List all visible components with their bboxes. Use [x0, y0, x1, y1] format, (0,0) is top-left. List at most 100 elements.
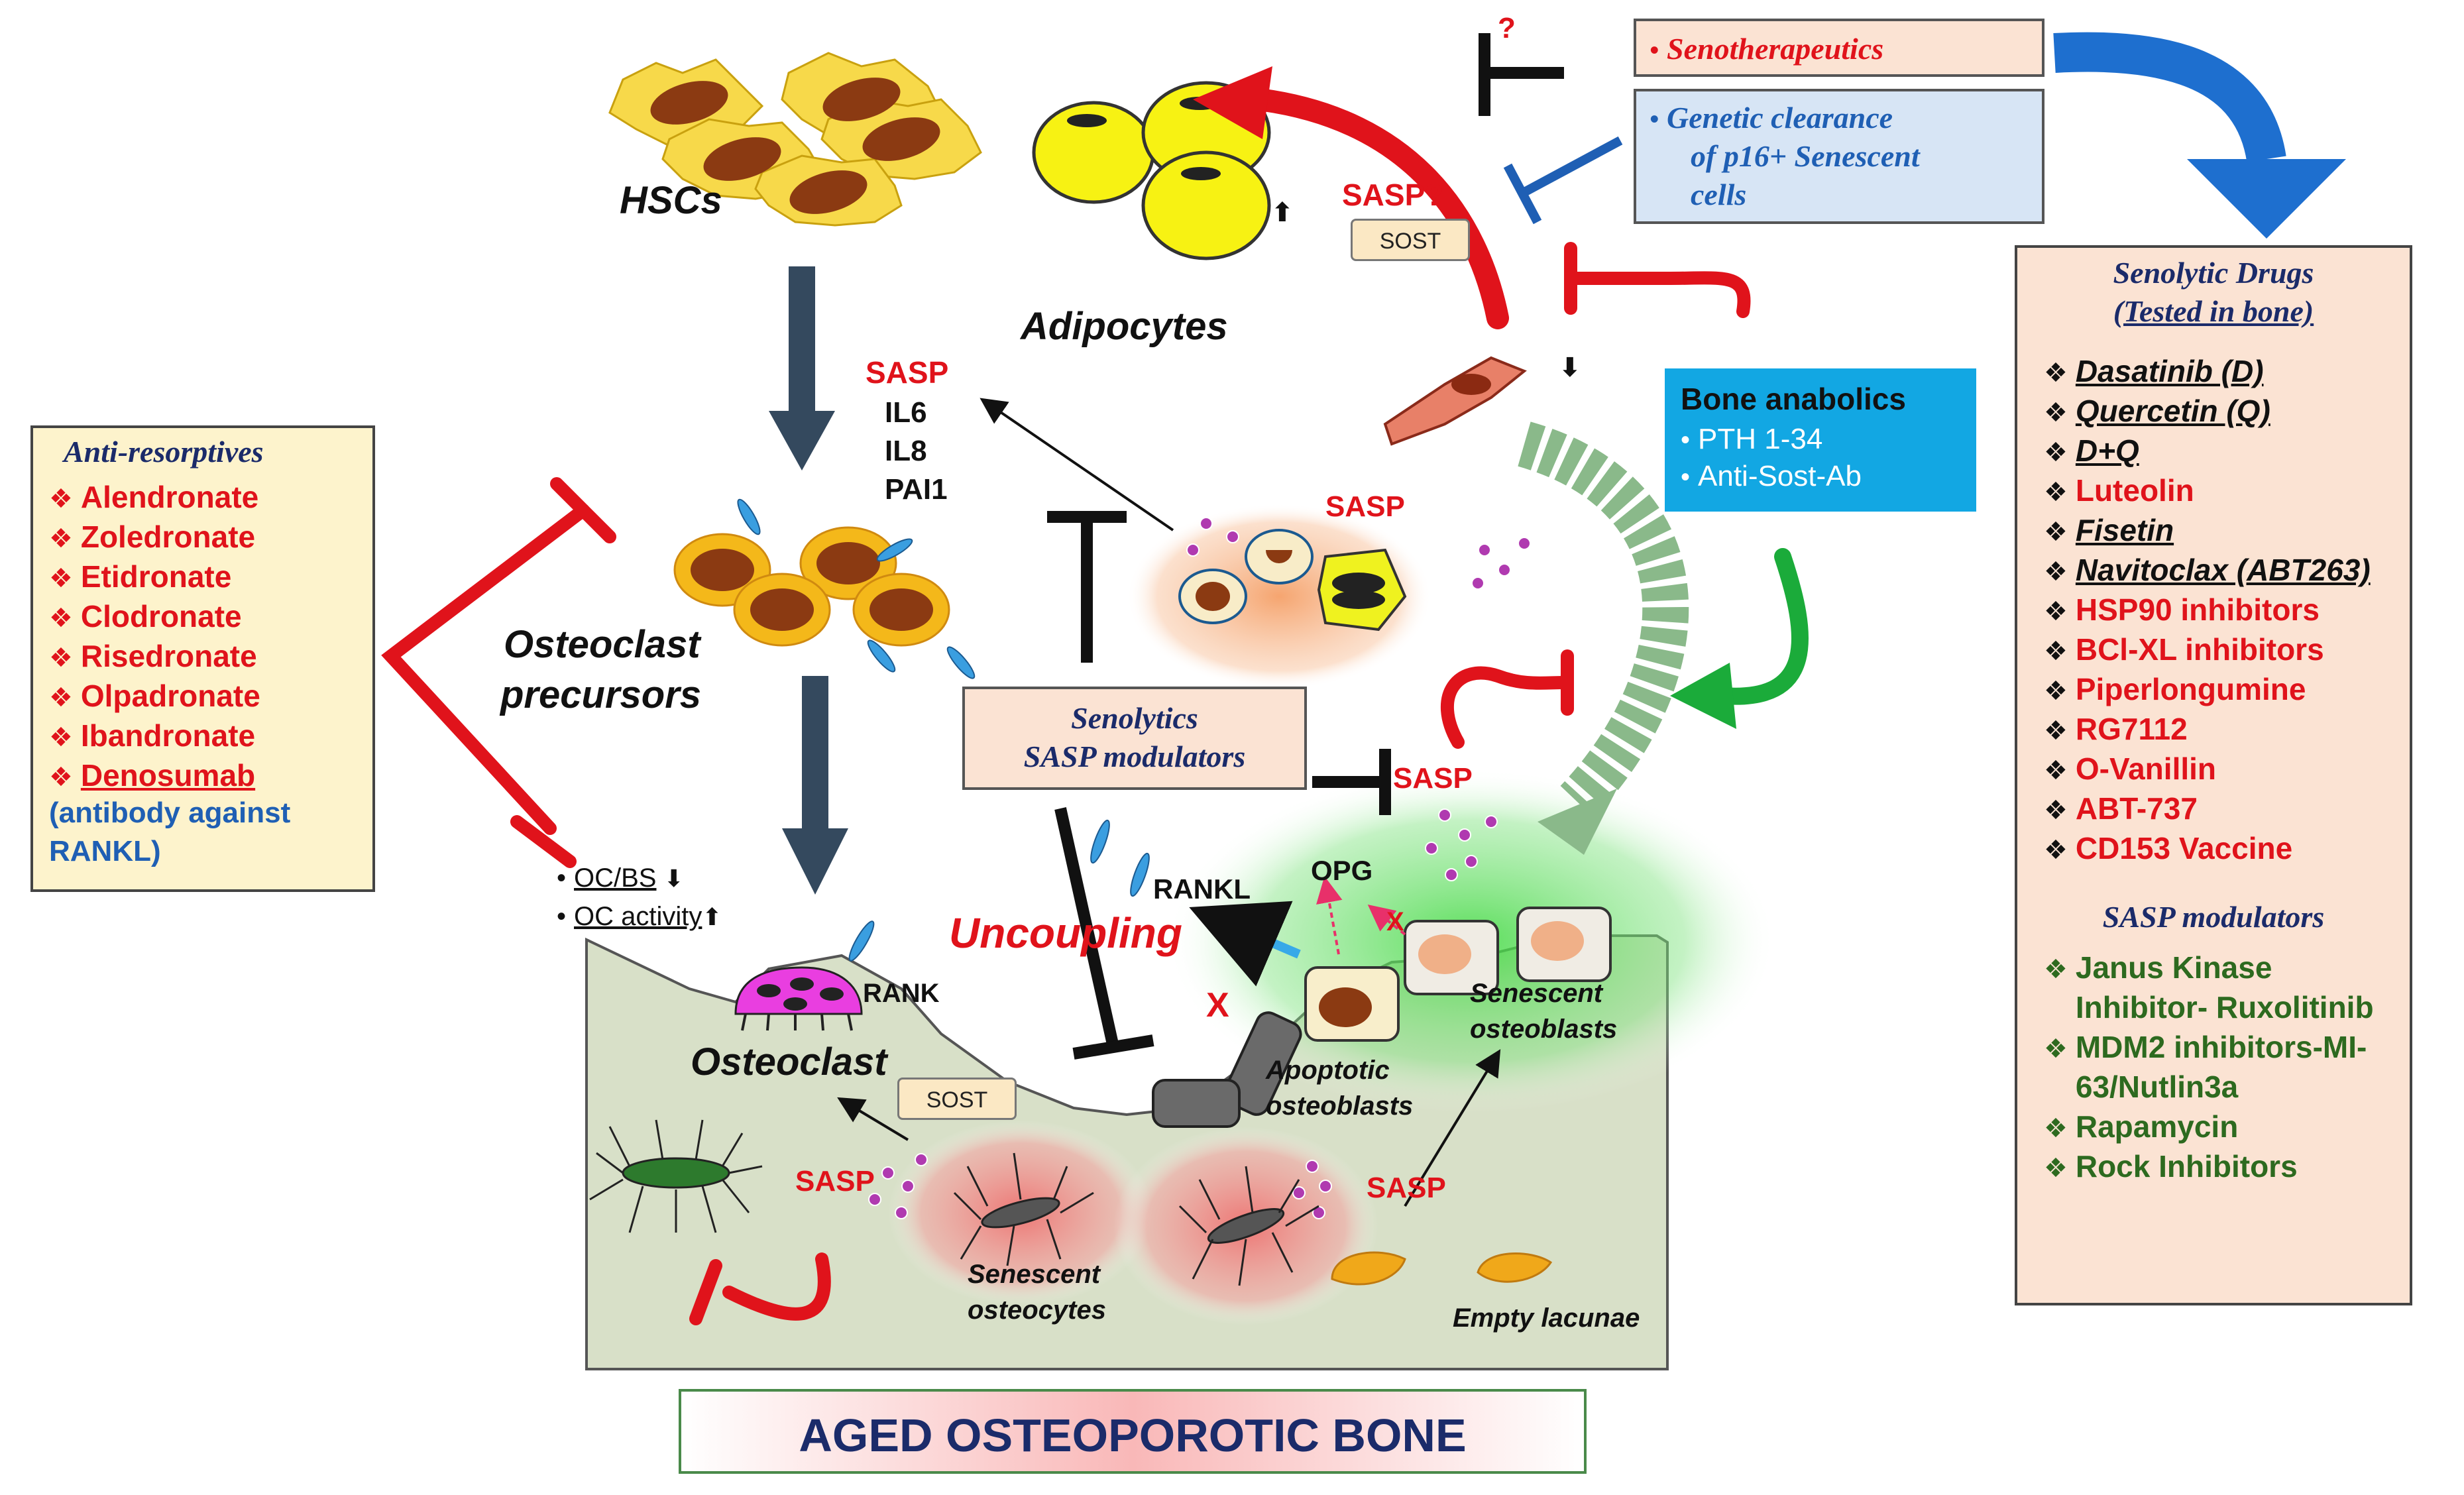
- oc-bs-item: •OC/BS ⬇: [557, 863, 684, 893]
- oc-precursor-nuclei: [691, 542, 933, 631]
- sasp-label-bottom-left: SASP: [795, 1165, 875, 1197]
- sasp-label-mid: SASP: [1325, 490, 1405, 523]
- stromal-cell: [1383, 356, 1527, 446]
- bone-anabolics-box: Bone anabolics •PTH 1-34 •Anti-Sost-Ab: [1665, 368, 1976, 512]
- dark-flow-arrows: [769, 266, 848, 895]
- senolytic-drug-item: ❖Quercetin (Q): [2044, 394, 2270, 429]
- anti-note-line2: RANKL): [49, 835, 161, 867]
- senescent-osteocytes-line1: Senescent: [968, 1260, 1101, 1289]
- sasp-modulator-item: ❖63/Nutlin3a: [2044, 1070, 2238, 1105]
- diamond-bullet-icon: ❖: [2044, 359, 2068, 388]
- bone-anabolics-item-1: •PTH 1-34: [1681, 423, 1823, 455]
- osteoblasts: [1152, 907, 1612, 1128]
- sasp-label-bottom-right: SASP: [1367, 1172, 1446, 1204]
- diamond-bullet-icon: ❖: [2044, 478, 2068, 507]
- osteoclast-cell: [734, 966, 863, 1031]
- sasp-modulator-item: ❖Inhibitor- Ruxolitinib: [2044, 990, 2374, 1025]
- il8-label: IL8: [885, 435, 927, 467]
- senolytic-drug-name: Dasatinib (D): [2075, 354, 2264, 388]
- senolytic-drug-name: Navitoclax (ABT263): [2075, 553, 2371, 587]
- adipocytes-label: Adipocytes: [1021, 305, 1228, 348]
- bone-anabolics-item-1-text: PTH 1-34: [1698, 423, 1823, 455]
- bone-anabolics-item-2: •Anti-Sost-Ab: [1681, 460, 1862, 492]
- anti-resorptive-item: ❖Denosumab: [49, 758, 255, 793]
- anti-resorptives-title: Anti-resorptives: [64, 435, 264, 469]
- red-curve-arrow: [1248, 88, 1509, 329]
- diamond-bullet-icon: ❖: [2044, 955, 2068, 984]
- diamond-bullet-icon: ❖: [2044, 1154, 2068, 1183]
- anti-resorptive-name: Denosumab: [80, 758, 256, 793]
- oc-activity-up-arrow: ⬆: [702, 903, 722, 930]
- genetic-clearance-box: •Genetic clearance of p16+ Senescent cel…: [1634, 89, 2044, 224]
- question-mark: ?: [1498, 12, 1516, 44]
- senolytic-drug-name: Fisetin: [2075, 513, 2174, 547]
- senolytic-drug-item: ❖ABT-737: [2044, 791, 2198, 826]
- anti-resorptive-name: Ibandronate: [80, 718, 256, 753]
- senolytic-drug-name: Luteolin: [2075, 473, 2194, 508]
- sasp-modulator-name: Rock Inhibitors: [2075, 1149, 2298, 1184]
- sasp-modulator-name: 63/Nutlin3a: [2075, 1070, 2239, 1104]
- senolytic-drug-name: O-Vanillin: [2075, 751, 2217, 786]
- oc-activity-item: •OC activity⬆: [557, 902, 722, 931]
- genetic-line1: •Genetic clearance: [1650, 101, 1893, 135]
- senescent-ob-line2: osteoblasts: [1470, 1015, 1618, 1044]
- diamond-bullet-icon: ❖: [49, 604, 73, 633]
- sost-label-top: SOST: [1379, 229, 1441, 254]
- anti-resorptive-name: Clodronate: [80, 599, 242, 634]
- anti-resorptive-name: Risedronate: [80, 639, 257, 673]
- genetic-line3: cells: [1691, 178, 1747, 211]
- rank-receptors: [737, 498, 1150, 962]
- rankl-label: RANKL: [1153, 873, 1251, 905]
- senolytic-drug-name: HSP90 inhibitors: [2075, 592, 2320, 627]
- hsc-nuclei: [650, 78, 940, 214]
- diamond-bullet-icon: ❖: [49, 683, 73, 712]
- anti-resorptives-box: Anti-resorptives ❖Alendronate ❖Zoledronat…: [30, 425, 375, 892]
- diamond-bullet-icon: ❖: [2044, 398, 2068, 427]
- sasp-modulator-name: MDM2 inhibitors-MI-: [2075, 1030, 2367, 1064]
- senolytic-drug-name: BCl-XL inhibitors: [2075, 632, 2324, 667]
- sasp-modulator-name: Janus Kinase: [2075, 950, 2272, 985]
- anti-resorptive-name: Etidronate: [80, 559, 232, 594]
- senolytic-drug-item: ❖Navitoclax (ABT263): [2044, 553, 2371, 588]
- diamond-bullet-icon: ❖: [2044, 518, 2068, 547]
- hscs-label: HSCs: [620, 179, 722, 222]
- sasp-label-osteoblast: SASP: [1393, 762, 1473, 795]
- senolytic-drug-item: ❖RG7112: [2044, 712, 2188, 747]
- anti-resorptive-item: ❖Ibandronate: [49, 718, 255, 753]
- senolytic-drug-item: ❖CD153 Vaccine: [2044, 831, 2292, 866]
- anti-note-line1: (antibody against: [49, 797, 291, 829]
- anti-resorptive-item: ❖Alendronate: [49, 480, 258, 515]
- diamond-bullet-icon: ❖: [49, 643, 73, 673]
- diamond-bullet-icon: ❖: [49, 763, 73, 792]
- senotherapeutics-text: Senotherapeutics: [1667, 32, 1884, 66]
- senescent-cells-mid: [1178, 529, 1407, 632]
- diamond-bullet-icon: ❖: [2044, 637, 2068, 666]
- page-title: AGED OSTEOPOROTIC BONE: [799, 1410, 1467, 1461]
- genetic-line2: of p16+ Senescent: [1691, 139, 1920, 173]
- sasp-dots: [868, 517, 1531, 1219]
- senotherapeutics-label: •Senotherapeutics: [1650, 32, 1884, 66]
- sost-label-bottom: SOST: [926, 1087, 988, 1113]
- anti-resorptive-name: Olpadronate: [80, 679, 260, 713]
- diamond-bullet-icon: ❖: [2044, 756, 2068, 785]
- red-curve-arrowhead: [1193, 66, 1272, 139]
- genetic-line1-text: Genetic clearance: [1667, 101, 1893, 135]
- sasp-modulator-name: Rapamycin: [2075, 1109, 2239, 1144]
- diamond-bullet-icon: ❖: [49, 723, 73, 752]
- title-box: AGED OSTEOPOROTIC BONE: [679, 1389, 1587, 1474]
- diamond-bullet-icon: ❖: [2044, 796, 2068, 825]
- cross-mark-2: X: [1386, 907, 1404, 936]
- diamond-bullet-icon: ❖: [2044, 557, 2068, 586]
- empty-lacunae: [1331, 1251, 1553, 1286]
- diamond-bullet-icon: ❖: [2044, 1114, 2068, 1143]
- adipocyte-up-arrow: ⬆: [1271, 198, 1294, 227]
- senolytic-title-line1: Senolytic Drugs: [2113, 256, 2314, 290]
- green-solid-arrow: [1714, 548, 1809, 705]
- anti-resorptive-item: ❖Etidronate: [49, 559, 231, 594]
- diamond-bullet-icon: ❖: [2044, 438, 2068, 467]
- sasp-modulator-item: ❖Janus Kinase: [2044, 950, 2272, 985]
- diamond-bullet-icon: ❖: [49, 524, 73, 553]
- anti-resorptive-item: ❖Zoledronate: [49, 520, 255, 555]
- oc-activity-text: OC activity: [574, 902, 702, 931]
